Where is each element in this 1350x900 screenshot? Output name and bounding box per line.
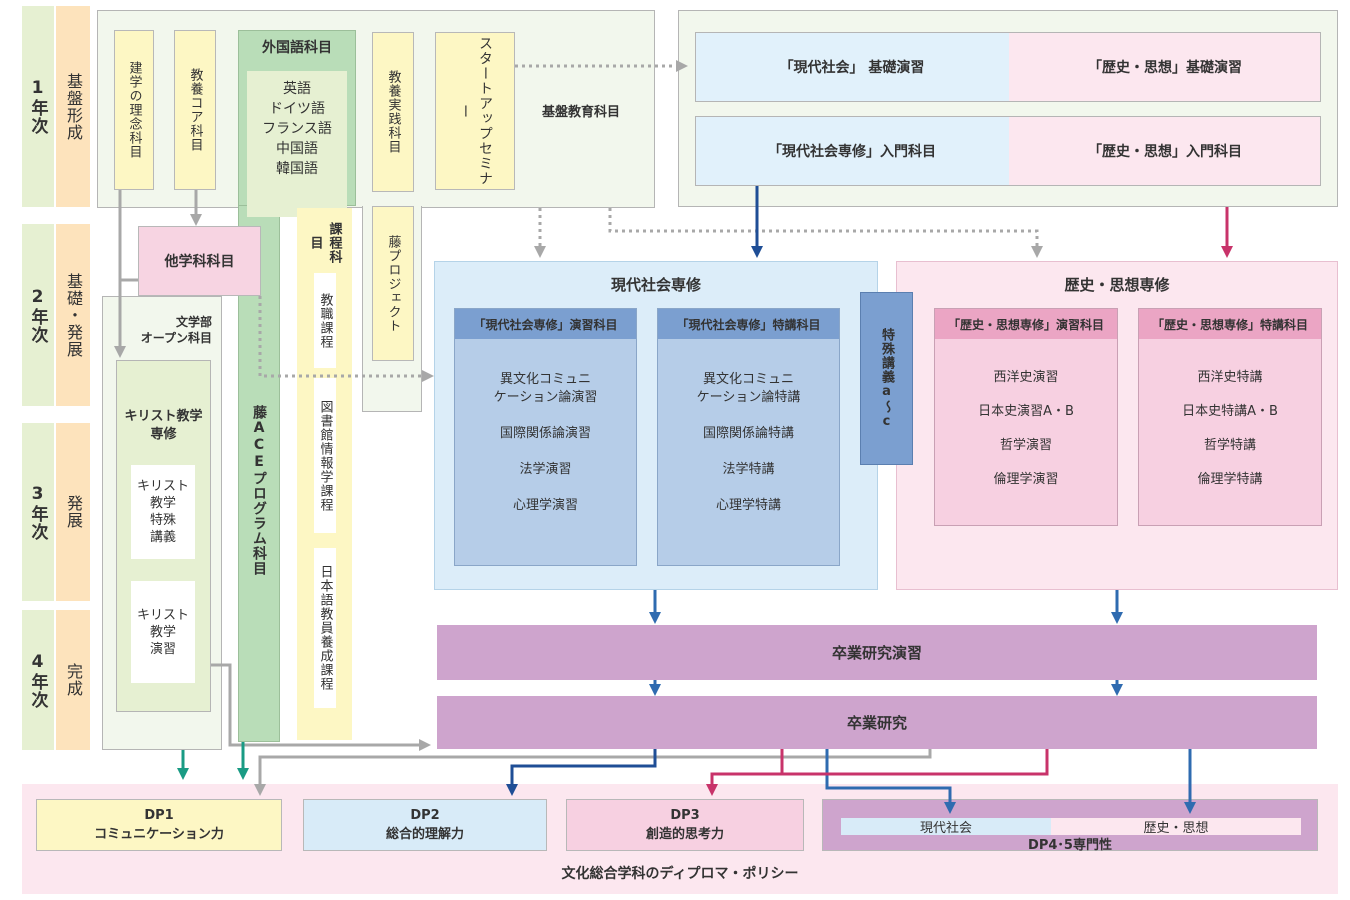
fuji-project-box: 藤プロジェクト <box>372 206 414 361</box>
gendai-tokko-item: 法学特講 <box>722 462 775 477</box>
gendai-ensyu-item: 心理学演習 <box>512 498 578 513</box>
bungakubu-label: 文学部 オープン科目 <box>140 315 212 345</box>
rekishi-ensyu-box: 「歴史・思想専修」演習科目 西洋史演習 日本史演習A・B 哲学演習 倫理学演習 <box>934 308 1118 526</box>
rekishi-ensyu-item: 哲学演習 <box>999 438 1052 453</box>
gendai-tokko-list: 異文化コミュニ ケーション論特講 国際関係論特講 法学特講 心理学特講 <box>658 371 839 533</box>
gray-arrows <box>114 190 932 796</box>
gendai-tokko-title: 「現代社会専修」特講科目 <box>658 309 839 339</box>
sotsugyo-ensyu-box: 卒業研究演習 <box>437 625 1317 680</box>
foreign-item: フランス語 <box>262 121 332 137</box>
rekishi-ensyu-item: 日本史演習A・B <box>978 404 1074 419</box>
rekishi-ensyu-list: 西洋史演習 日本史演習A・B 哲学演習 倫理学演習 <box>935 369 1117 505</box>
rekishi-tokko-item: 西洋史特講 <box>1197 370 1263 385</box>
rekishi-kiso-box: 「歴史・思想」基礎演習 <box>1009 32 1321 102</box>
gendai-tokko-item: 国際関係論特講 <box>702 426 794 441</box>
gendai-title: 現代社会専修 <box>610 275 701 294</box>
dp3-name: 創造的思考力 <box>645 827 724 842</box>
rekishi-tokko-item: 哲学特講 <box>1203 438 1256 453</box>
course-box: 課程科目 教職課程 図書館情報学課程 日本語教員養成課程 <box>297 208 352 740</box>
navy-arrows <box>506 186 763 796</box>
year-column: 1年次 基盤形成 2年次 基礎・発展 3年次 発展 4年次 完成 <box>22 6 90 750</box>
course-title: 課程科目 <box>307 222 342 264</box>
christian-box: キリスト教学 専修 キリスト 教学 特殊 講義 キリスト 教学 演習 <box>116 360 211 712</box>
teal-arrows <box>177 742 249 780</box>
special-lecture-box: 特殊講義a〜c <box>860 292 913 465</box>
gendai-ensyu-item: 国際関係論演習 <box>499 426 591 441</box>
dp45-label: DP4･5専門性 <box>1028 837 1112 853</box>
dp-title: 文化総合学科のディプロマ・ポリシー <box>561 866 799 882</box>
rekishi-ensyu-item: 倫理学演習 <box>993 472 1059 487</box>
foreign-item: 中国語 <box>276 141 318 157</box>
dp3-box: DP3 創造的思考力 <box>566 799 804 851</box>
foreign-list: 英語 ドイツ語 フランス語 中国語 韓国語 <box>247 71 347 217</box>
dotted-arrows <box>258 60 1043 382</box>
stage-label-2: 基礎・発展 <box>56 224 90 406</box>
nyumon-border <box>695 116 1321 186</box>
gendai-ensyu-title: 「現代社会専修」演習科目 <box>455 309 636 339</box>
rekishi-tokko-item: 倫理学特講 <box>1197 472 1263 487</box>
foreign-item: 韓国語 <box>276 161 318 177</box>
crimson-arrows <box>706 207 1233 796</box>
course-item: 日本語教員養成課程 <box>314 548 336 708</box>
sotsugyo-box: 卒業研究 <box>437 696 1317 749</box>
year-label-1: 1年次 <box>22 6 54 207</box>
dp45-rekishi: 歴史・思想 <box>1051 818 1301 836</box>
christian-item: キリスト 教学 演習 <box>131 581 195 683</box>
stage-label-1: 基盤形成 <box>56 6 90 207</box>
year-label-2: 2年次 <box>22 224 54 406</box>
rekishi-title: 歴史・思想専修 <box>1064 275 1170 294</box>
starter-box: スタートアップセミナー <box>435 32 515 190</box>
dp1-box: DP1 コミュニケーション力 <box>36 799 282 851</box>
foreign-box: 外国語科目 英語 ドイツ語 フランス語 中国語 韓国語 <box>238 30 356 217</box>
kyoyo-core-box: 教養コア科目 <box>174 30 216 190</box>
gendai-ensyu-list: 異文化コミュニ ケーション論演習 国際関係論演習 法学演習 心理学演習 <box>455 371 636 533</box>
rekishi-tokko-title: 「歴史・思想専修」特講科目 <box>1139 309 1321 339</box>
dp1-code: DP1 <box>144 808 174 823</box>
year-label-4: 4年次 <box>22 610 54 750</box>
course-item: 教職課程 <box>314 273 336 368</box>
gendai-kiso-box: 「現代社会」 基礎演習 <box>695 32 1009 102</box>
dp45-gendai: 現代社会 <box>841 818 1051 836</box>
gendai-tokko-item: 心理学特講 <box>715 498 781 513</box>
dp45-box: 現代社会 歴史・思想 DP4･5専門性 <box>822 799 1318 853</box>
kyoyo-jissen-box: 教養実践科目 <box>372 32 414 192</box>
foreign-title: 外国語科目 <box>262 40 332 56</box>
christian-title: キリスト教学 専修 <box>124 409 203 442</box>
christian-item: キリスト 教学 特殊 講義 <box>131 465 195 559</box>
ace-label: 藤ACEプログラム科目 <box>251 404 267 576</box>
dp2-box: DP2 総合的理解力 <box>303 799 547 851</box>
gendai-tokko-item: 異文化コミュニ ケーション論特講 <box>696 372 801 405</box>
dp2-code: DP2 <box>410 808 440 823</box>
gendai-ensyu-box: 「現代社会専修」演習科目 異文化コミュニ ケーション論演習 国際関係論演習 法学… <box>454 308 637 566</box>
dp3-code: DP3 <box>670 808 700 823</box>
blue-arrows <box>649 590 1196 814</box>
gendai-ensyu-item: 法学演習 <box>519 462 572 477</box>
gendai-tokko-box: 「現代社会専修」特講科目 異文化コミュニ ケーション論特講 国際関係論特講 法学… <box>657 308 840 566</box>
kiban-label: 基盤教育科目 <box>542 105 621 120</box>
gendai-ensyu-item: 異文化コミュニ ケーション論演習 <box>493 372 598 405</box>
other-dept-box: 他学科科目 <box>138 226 261 296</box>
stage-label-3: 発展 <box>56 423 90 601</box>
year-label-3: 3年次 <box>22 423 54 601</box>
rekishi-nyumon-box: 「歴史・思想」入門科目 <box>1009 116 1321 186</box>
stage-label-4: 完成 <box>56 610 90 750</box>
gendai-nyumon-box: 「現代社会専修」入門科目 <box>695 116 1009 186</box>
rekishi-ensyu-title: 「歴史・思想専修」演習科目 <box>935 309 1117 339</box>
rekishi-ensyu-item: 西洋史演習 <box>993 370 1059 385</box>
kiso-border <box>695 32 1321 102</box>
rekishi-tokko-list: 西洋史特講 日本史特講A・B 哲学特講 倫理学特講 <box>1139 369 1321 505</box>
foreign-item: 英語 <box>283 81 311 97</box>
rekishi-tokko-item: 日本史特講A・B <box>1182 404 1278 419</box>
dp2-name: 総合的理解力 <box>385 827 464 842</box>
dp1-name: コミュニケーション力 <box>94 827 224 842</box>
foreign-item: ドイツ語 <box>269 101 325 117</box>
rekishi-tokko-box: 「歴史・思想専修」特講科目 西洋史特講 日本史特講A・B 哲学特講 倫理学特講 <box>1138 308 1322 526</box>
kengaku-box: 建学の理念科目 <box>114 30 154 190</box>
course-item: 図書館情報学課程 <box>314 378 336 533</box>
